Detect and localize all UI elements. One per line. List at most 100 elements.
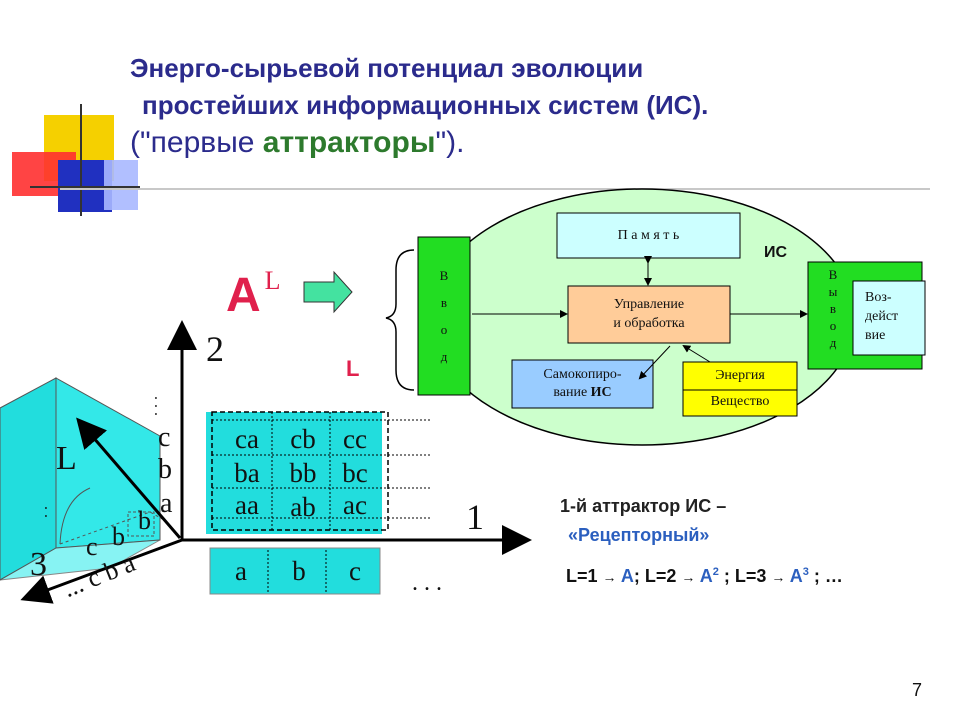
memory-text: П а м я т ь xyxy=(617,228,680,243)
page-number: 7 xyxy=(912,680,923,700)
is-label: ИС xyxy=(764,244,788,261)
seq-a2: A2 xyxy=(700,566,719,586)
title-attractors-word: аттракторы xyxy=(262,126,436,159)
seq-arrow-3-icon: → xyxy=(771,569,786,585)
cube-side xyxy=(0,377,57,581)
cube-small-box-1 xyxy=(127,511,155,537)
cube-curve xyxy=(59,487,91,545)
grid-cell-bc: bc xyxy=(342,458,368,488)
sequence-line: L=1 → A; L=2 → A2 ; L=3 → A3 ; … xyxy=(566,566,843,587)
seq-end: ; … xyxy=(808,566,843,586)
seq-a3-base: A xyxy=(789,566,803,586)
grid-cell-aa: aa xyxy=(235,490,259,520)
impact-line-2: дейст xyxy=(865,309,899,324)
title-line-1: Энерго-сырьевой потенциал эволюции xyxy=(130,53,644,83)
seq-a2-sup: 2 xyxy=(712,566,719,578)
y-tick-b: b xyxy=(158,454,172,485)
matter-text: Вещество xyxy=(710,394,770,409)
selfcopy-line-2-bold: ИС xyxy=(590,385,612,400)
slide-title: Энерго-сырьевой потенциал эволюции прост… xyxy=(130,50,930,161)
formula-exponent: L xyxy=(264,266,281,295)
input-letter-2: в xyxy=(440,295,448,310)
title-line-2: простейших информационных систем (ИС). xyxy=(142,90,709,120)
selfcopy-text: Самокопиро- вание ИС xyxy=(512,366,653,402)
output-letter-2: ы xyxy=(828,284,838,299)
dots-right: . . . xyxy=(412,570,442,596)
seq-l1: L=1 xyxy=(566,566,598,586)
seq-a3: A3 xyxy=(790,566,809,586)
selfcopy-box xyxy=(511,359,654,409)
seq-arrow-2-icon: → xyxy=(681,569,696,585)
dots-top: . . . xyxy=(151,396,168,416)
arrow-energy-control xyxy=(682,344,711,363)
arrow-control-selfcopy xyxy=(638,345,671,380)
decor-lightblue-square xyxy=(104,160,138,210)
cube-label-b2: b xyxy=(112,522,125,551)
grid-dashed-outer xyxy=(211,411,389,531)
impact-line-3: вие xyxy=(865,328,886,343)
output-letter-1: В xyxy=(828,267,838,282)
control-text: Управление и обработка xyxy=(568,295,730,333)
seq-a3-sup: 3 xyxy=(802,566,809,578)
input-letters: В в о д xyxy=(418,262,470,370)
control-box xyxy=(567,285,731,344)
grid-cell-ab: ab xyxy=(290,492,316,522)
input-letter-4: д xyxy=(440,349,448,364)
axis-3-label: 3 xyxy=(30,546,47,583)
bottom-cell-a: a xyxy=(235,556,247,586)
decor-hline xyxy=(30,186,140,188)
input-letter-1: В xyxy=(439,268,449,283)
impact-line-1: Воз- xyxy=(865,290,892,305)
axis-l-label: L xyxy=(56,440,77,477)
grid-area xyxy=(206,412,382,534)
output-letter-5: д xyxy=(829,335,837,350)
bottom-cell-b: b xyxy=(292,556,306,586)
output-letter-3: в xyxy=(829,301,837,316)
bottom-row-box xyxy=(209,547,381,595)
formula-l-label: L xyxy=(346,356,360,381)
axis-l xyxy=(76,417,182,539)
memory-box xyxy=(556,212,741,259)
grid-cell-ca: ca xyxy=(235,424,259,454)
selfcopy-line-2: вание ИС xyxy=(512,384,653,402)
output-letters: В ы в о д xyxy=(818,266,848,351)
impact-text: Воз- дейст вие xyxy=(853,288,929,345)
formula-base: A xyxy=(226,269,261,322)
seq-a2-base: A xyxy=(699,566,713,586)
curly-brace-icon xyxy=(385,249,415,391)
output-letter-4: о xyxy=(829,318,837,333)
axis-1-label: 1 xyxy=(466,497,484,537)
grid-cell-ba: ba xyxy=(234,458,260,488)
grid-cell-ac: ac xyxy=(343,490,367,520)
title-line-3: ("первые аттракторы"). xyxy=(130,124,930,161)
axis-3 xyxy=(20,538,183,604)
energy-text: Энергия xyxy=(715,368,765,383)
dots-left: . . xyxy=(41,506,58,518)
green-arrow-icon xyxy=(303,270,353,314)
input-box xyxy=(417,236,471,396)
title-divider xyxy=(60,188,930,190)
y-tick-a: a xyxy=(160,488,173,519)
cube-label-c: c xyxy=(86,532,98,561)
matter-box xyxy=(682,389,798,417)
selfcopy-line-1: Самокопиро- xyxy=(543,367,622,382)
energy-box xyxy=(682,361,798,391)
decor-vline xyxy=(80,104,82,216)
cube-floor xyxy=(0,539,161,581)
attractor-line-2: «Рецепторный» xyxy=(568,525,710,545)
title-line-3-post: "). xyxy=(435,126,465,159)
grid-cell-cb: cb xyxy=(290,424,316,454)
bottom-cell-c: c xyxy=(349,556,361,586)
seq-a1: A xyxy=(620,566,634,586)
seq-l2: ; L=2 xyxy=(633,566,677,586)
grid-cell-bb: bb xyxy=(289,458,317,488)
selfcopy-line-2-pre: вание xyxy=(553,385,591,400)
attractor-line-1: 1-й аттрактор ИС – xyxy=(560,496,727,516)
title-line-3-pre: ("первые xyxy=(130,126,263,159)
y-tick-c: c xyxy=(158,422,171,453)
cube-label-b1: b xyxy=(138,506,151,535)
cube-dashed-line xyxy=(59,511,165,545)
seq-l3: ; L=3 xyxy=(718,566,767,586)
